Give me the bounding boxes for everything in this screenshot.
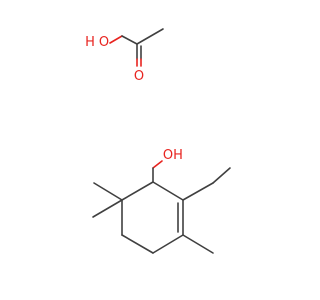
cyclohexenyl-methanol-structure: O H [92,148,231,254]
ring-c4-c3-bond [152,234,184,254]
structure-canvas: H O O O H [85,28,231,254]
methyl-c3-bond [182,234,214,254]
acid-hydroxyl-o-label: O [99,35,109,50]
alcohol-hydroxyl-o-label: O [163,148,173,163]
ethyl-c2-bond [212,167,231,184]
ring-c2-c1-bond [152,181,184,201]
ring-c1-c6-bond [121,181,154,201]
ring-c5-c4-bond [121,234,154,254]
gem-methyl-b-bond [92,199,123,218]
acid-carbonyl-o-label: O [134,69,144,84]
gem-methyl-a-bond [93,182,123,201]
acid-o-c-bond [109,35,123,44]
alcohol-o-c-bond [152,160,163,169]
acid-hydroxyl-h-label: H [85,35,95,50]
alcohol-hydroxyl-h-label: H [173,148,183,163]
acid-c-c-bond-1 [121,35,138,45]
acid-c-c-bond-2 [136,28,164,45]
propanoic-acid-structure: H O O [85,28,164,84]
ethyl-c1-bond [182,182,214,201]
